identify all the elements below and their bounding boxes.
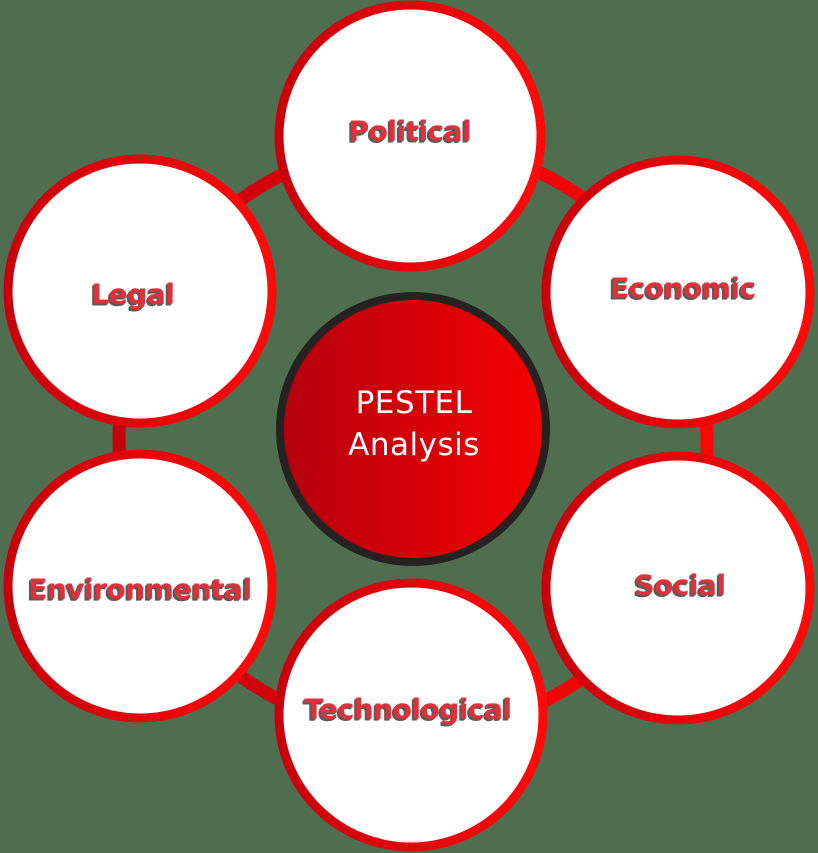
center-title: PESTEL Analysis (348, 382, 480, 466)
node-economic-circle[interactable] (541, 155, 815, 429)
node-legal-label: Legal (91, 277, 175, 311)
node-technological-label: Technological (304, 692, 512, 726)
node-political-label: Political (348, 114, 472, 148)
node-legal-circle[interactable] (3, 154, 277, 428)
center-circle[interactable] (276, 292, 550, 566)
node-environmental-label: Environmental (28, 572, 252, 606)
node-environmental-circle[interactable] (3, 449, 277, 723)
node-social-circle[interactable] (541, 451, 815, 725)
node-economic-label: Economic (610, 271, 756, 305)
node-social-label: Social (634, 568, 726, 602)
node-political-circle[interactable] (274, 0, 546, 272)
center-title-line1: PESTEL (355, 385, 473, 421)
center-title-line2: Analysis (348, 427, 480, 463)
node-technological-circle[interactable] (274, 578, 548, 852)
